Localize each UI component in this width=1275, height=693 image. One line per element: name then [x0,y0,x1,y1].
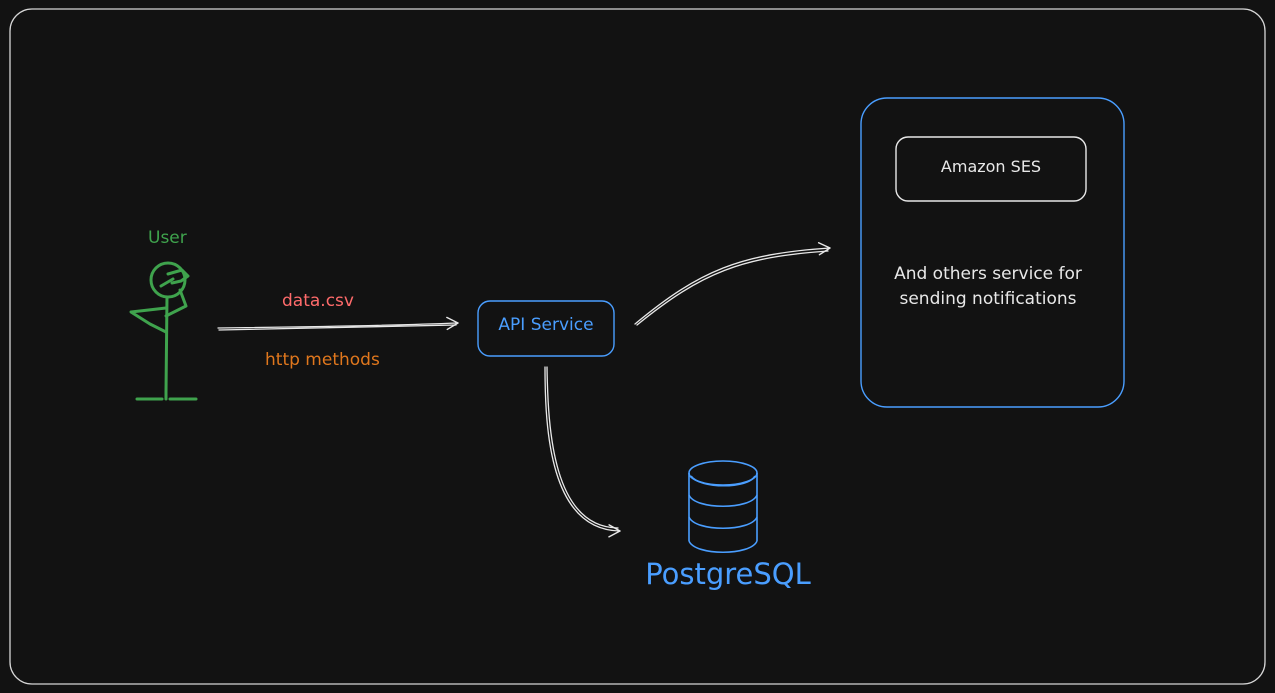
database-label: PostgreSQL [645,557,811,591]
other-services-label: And others service for sending notificat… [894,264,1082,309]
amazon-ses-label: Amazon SES [940,157,1042,176]
payload-label: data.csv [282,291,354,311]
user-label: User [148,228,187,248]
database-cylinder-icon [688,460,758,554]
api-service-box[interactable] [477,300,615,357]
database-arrow [544,366,621,538]
canvas-background [9,8,1266,685]
notification-group-box[interactable] [860,97,1125,408]
method-label: http methods [265,350,380,370]
request-arrow [217,316,459,331]
api-service-label: API Service [498,315,594,335]
notification-arrow [634,242,831,326]
stick-figure-icon [129,261,198,401]
amazon-ses-box[interactable] [895,136,1087,202]
